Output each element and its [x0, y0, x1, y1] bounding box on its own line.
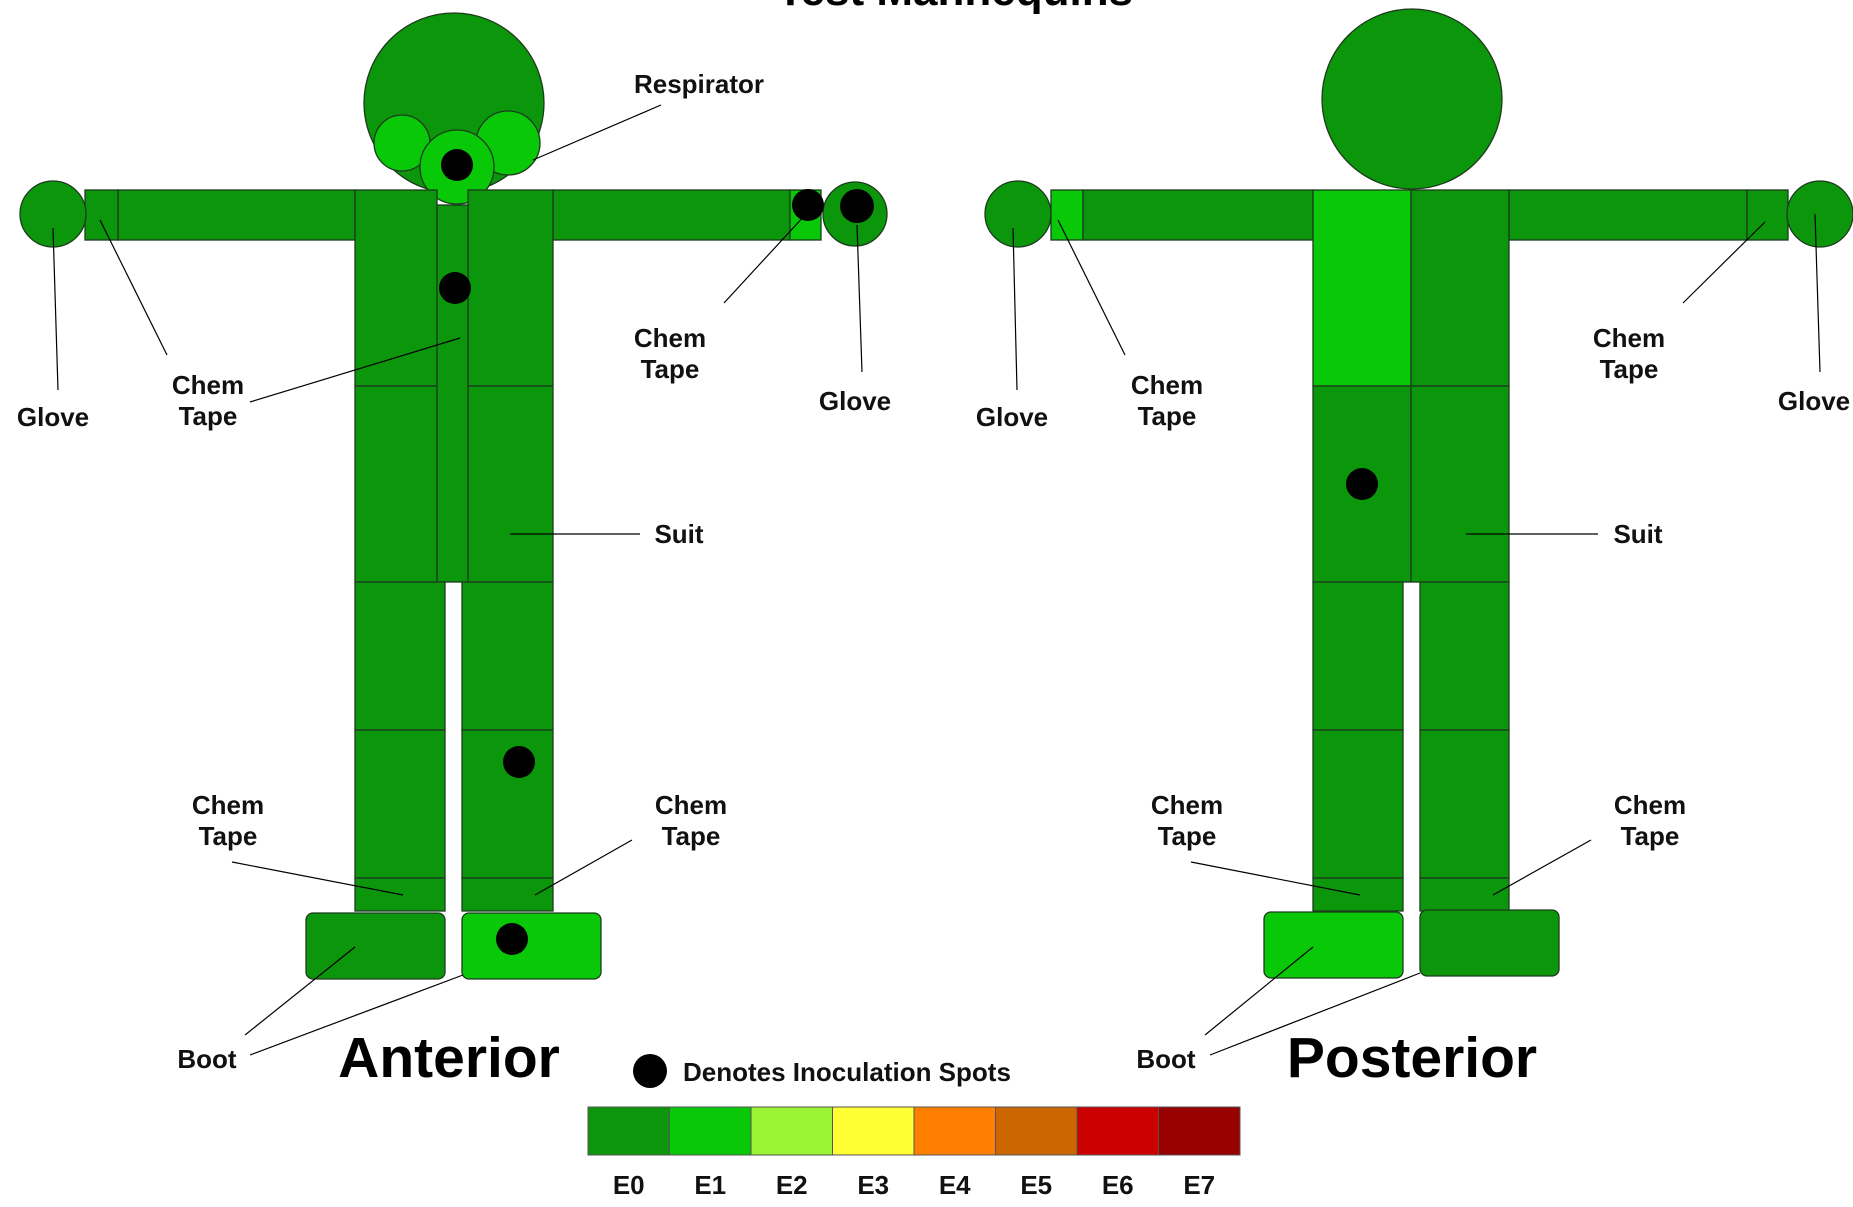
- anterior-right-arm: [118, 190, 355, 240]
- posterior-right-shin: [1420, 730, 1509, 878]
- anterior-torso-upper-right: [468, 190, 553, 386]
- posterior-right-wrist-tape: [1747, 190, 1788, 240]
- leader-line: [53, 228, 58, 390]
- legend-label-e4: E4: [939, 1170, 971, 1200]
- label-boot: Boot: [1136, 1044, 1196, 1074]
- legend-swatch-e0: [588, 1107, 670, 1155]
- posterior-left-arm: [1083, 190, 1313, 240]
- posterior-left-wrist-tape: [1051, 190, 1083, 240]
- legend-swatch-e6: [1077, 1107, 1159, 1155]
- anterior-left-arm: [553, 190, 790, 240]
- label-glove-right: Glove: [17, 402, 89, 432]
- posterior-right-boot: [1420, 910, 1559, 976]
- anterior-torso-upper-left: [355, 190, 437, 386]
- posterior-right-glove: [1787, 181, 1853, 247]
- figure-title: Test Mannequins: [777, 0, 1133, 15]
- anterior-title: Anterior: [338, 1026, 560, 1090]
- legend-swatch-e3: [833, 1107, 915, 1155]
- posterior-torso-upper-left: [1313, 190, 1411, 386]
- posterior-torso-lower-right: [1411, 386, 1509, 582]
- legend-label-e7: E7: [1183, 1170, 1215, 1200]
- legend: Denotes Inoculation Spots E0 E1 E2 E3 E4 E5 E6…: [588, 1054, 1240, 1200]
- anterior-inoculation-spot-respirator: [441, 149, 473, 181]
- label-boot: Boot: [177, 1044, 237, 1074]
- leader-line: [1013, 228, 1017, 390]
- legend-color-scale: E0 E1 E2 E3 E4 E5 E6 E7: [588, 1107, 1240, 1200]
- legend-label-e1: E1: [694, 1170, 726, 1200]
- label-glove-right: Glove: [1778, 386, 1850, 416]
- posterior-inoculation-spot-back: [1346, 468, 1378, 500]
- posterior-left-shin: [1313, 730, 1403, 878]
- anterior-right-wrist-tape: [85, 190, 118, 240]
- posterior-right-thigh: [1420, 582, 1509, 730]
- posterior-left-glove: [985, 181, 1051, 247]
- anterior-inoculation-spot-shin: [503, 746, 535, 778]
- leader-line: [533, 105, 661, 160]
- anterior-left-shin: [355, 730, 445, 878]
- posterior-right-ankle-tape: [1420, 878, 1509, 911]
- label-suit: Suit: [654, 519, 703, 549]
- legend-dot-icon: [633, 1054, 667, 1088]
- anterior-torso-lower-left: [355, 386, 437, 582]
- legend-swatch-e5: [996, 1107, 1078, 1155]
- leader-line: [1205, 947, 1313, 1035]
- anterior-zipper-tape: [437, 205, 468, 582]
- anterior-inoculation-spot-wrist: [792, 189, 824, 221]
- anterior-left-thigh: [355, 582, 445, 730]
- label-glove-left: Glove: [976, 402, 1048, 432]
- legend-label-e3: E3: [857, 1170, 889, 1200]
- posterior-left-boot: [1264, 912, 1403, 978]
- posterior-torso-upper-right: [1411, 190, 1509, 386]
- legend-swatch-e4: [914, 1107, 996, 1155]
- legend-label-e2: E2: [776, 1170, 808, 1200]
- legend-swatch-e2: [751, 1107, 833, 1155]
- anterior-right-ankle-tape: [462, 878, 553, 911]
- anterior-inoculation-spot-boot: [496, 923, 528, 955]
- anterior-torso-lower-right: [468, 386, 553, 582]
- legend-label-e5: E5: [1020, 1170, 1052, 1200]
- legend-swatch-e7: [1159, 1107, 1241, 1155]
- label-suit: Suit: [1613, 519, 1662, 549]
- label-respirator: Respirator: [634, 69, 764, 99]
- legend-label-e6: E6: [1102, 1170, 1134, 1200]
- legend-label-e0: E0: [613, 1170, 645, 1200]
- posterior-left-thigh: [1313, 582, 1403, 730]
- legend-dot-label: Denotes Inoculation Spots: [683, 1057, 1011, 1087]
- anterior-right-boot: [462, 913, 601, 979]
- posterior-title: Posterior: [1287, 1026, 1537, 1090]
- posterior-right-arm: [1509, 190, 1747, 240]
- leader-line: [857, 225, 862, 372]
- anterior-right-thigh: [462, 582, 553, 730]
- posterior-head: [1322, 9, 1502, 189]
- legend-swatch-e1: [670, 1107, 752, 1155]
- label-glove-left: Glove: [819, 386, 891, 416]
- anterior-inoculation-spot-glove: [840, 189, 874, 223]
- anterior-inoculation-spot-chest: [439, 272, 471, 304]
